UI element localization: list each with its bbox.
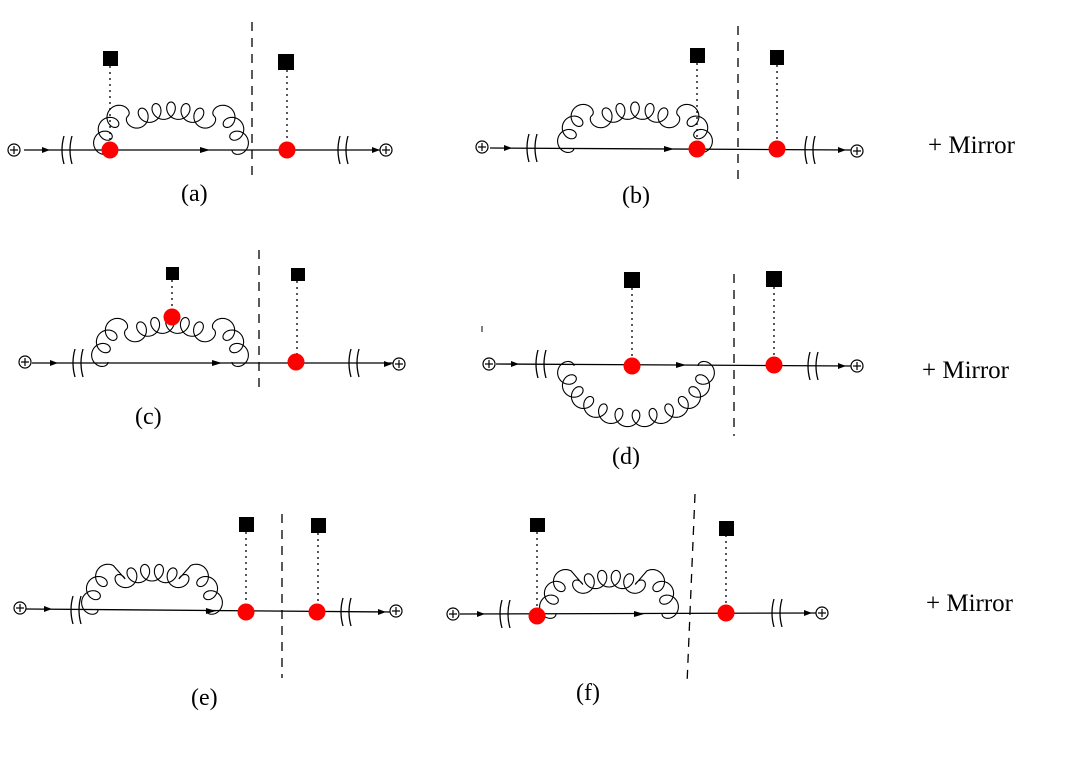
external-vertex-left [13, 601, 27, 615]
mirror-label: + Mirror [922, 357, 1010, 384]
diagram-label: (f) [576, 680, 600, 706]
external-vertex-right [850, 144, 864, 158]
source-square [311, 518, 326, 533]
source-square [770, 50, 784, 65]
line-break [70, 595, 82, 625]
line-break [807, 351, 819, 381]
source-square [239, 517, 254, 532]
source-square [530, 518, 545, 532]
arrow [206, 608, 216, 614]
diagram-f: (f) [446, 493, 829, 706]
line-break [340, 597, 352, 627]
external-vertex-left [482, 357, 496, 371]
arrow [378, 609, 386, 615]
arrow [838, 363, 846, 369]
vertex-dot [717, 604, 735, 622]
vertex-dot [688, 140, 706, 158]
gluon-loop [557, 360, 715, 428]
source-square [690, 48, 705, 63]
arrow [634, 611, 644, 617]
vertex-dot [287, 353, 305, 371]
diagram-label: (c) [135, 404, 162, 430]
external-vertex-right [379, 143, 393, 157]
external-vertex-right [392, 357, 406, 371]
gluon-loop [93, 101, 249, 155]
vertex-dot [768, 140, 786, 158]
quark-line [495, 363, 853, 367]
line-break [348, 348, 360, 378]
arrow [504, 145, 512, 151]
diagram-c: (c) [18, 250, 406, 430]
arrow [42, 147, 50, 153]
arrow [664, 146, 674, 152]
external-vertex-right [850, 359, 864, 373]
diagram-e: (e) [13, 514, 403, 711]
vertex-dot [237, 603, 255, 621]
vertex-dot [623, 357, 641, 375]
line-break [72, 348, 84, 378]
line-break [804, 135, 816, 165]
external-vertex-left [446, 607, 460, 621]
line-break [337, 135, 349, 165]
line-break [499, 599, 511, 629]
diagram-a: (a) [7, 22, 393, 207]
diagram-label: (e) [191, 685, 218, 711]
vertex-dot [278, 141, 296, 159]
external-vertex-right [389, 604, 403, 618]
diagram-label: (b) [622, 183, 650, 209]
arrow [212, 360, 222, 366]
arrow [804, 610, 812, 616]
line-break [771, 598, 783, 628]
vertex-dot [163, 308, 181, 326]
source-square [278, 54, 294, 70]
diagram-d: (d) [481, 271, 864, 470]
arrow [50, 360, 58, 366]
external-vertex-right [815, 606, 829, 620]
line-break [526, 133, 538, 163]
gluon-loop [81, 563, 223, 615]
source-square [624, 272, 640, 288]
mirror-label: + Mirror [928, 132, 1016, 159]
vertex-dot [528, 607, 546, 625]
arrow [676, 362, 686, 368]
source-square [291, 268, 305, 281]
mirror-label: + Mirror [926, 590, 1014, 617]
diagram-b: (b) [475, 26, 864, 209]
vertex-dot [101, 141, 119, 159]
diagram-label: (d) [612, 444, 640, 470]
arrow [372, 147, 380, 153]
cut-line [686, 493, 696, 685]
source-square [166, 267, 179, 280]
arrow [44, 606, 52, 612]
source-square [719, 521, 734, 536]
gluon-loop [539, 568, 679, 619]
external-vertex-left [475, 140, 489, 154]
line-break [535, 349, 547, 379]
arrow [477, 611, 485, 617]
external-vertex-left [7, 143, 21, 157]
external-vertex-left [18, 355, 32, 369]
line-break [61, 135, 73, 165]
arrow [838, 147, 846, 153]
source-square [766, 271, 782, 287]
arrow [511, 361, 519, 367]
arrow [384, 361, 392, 367]
gluon-loop [557, 101, 713, 154]
vertex-dot [308, 603, 326, 621]
source-square [103, 51, 118, 66]
vertex-dot [765, 356, 783, 374]
diagram-label: (a) [181, 181, 208, 207]
arrow [200, 147, 210, 153]
